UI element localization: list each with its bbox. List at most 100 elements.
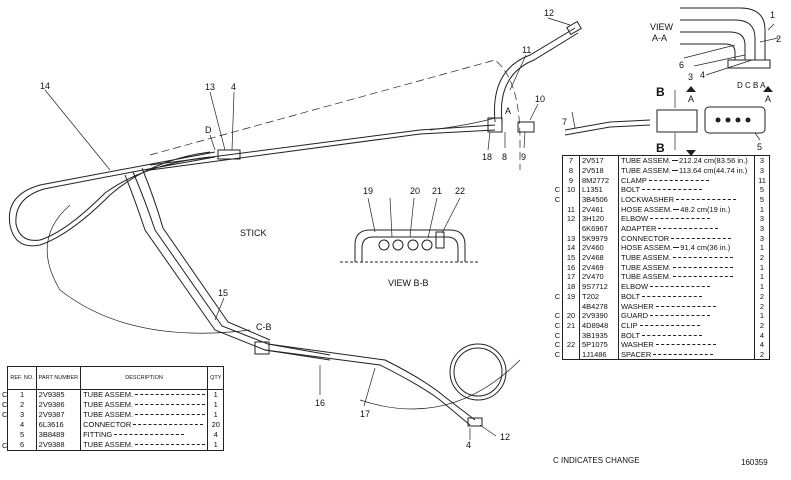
tube-15-b [132, 171, 331, 356]
hose-coil-outer [449, 343, 507, 401]
description-text: CONNECTOR [621, 233, 670, 243]
ref-no: 16 [562, 262, 580, 273]
part-number: 9S7712 [579, 281, 619, 292]
part-number: 2V461 [579, 204, 619, 215]
description-text: TUBE ASSEM. [83, 390, 134, 400]
tube-15-a [124, 174, 331, 361]
ref-no: 8 [562, 165, 580, 176]
description-note: 48.2 cm(19 in.) [680, 204, 731, 214]
header-qty: QTY [207, 366, 225, 390]
ref-no: 20 [562, 311, 580, 321]
callout-10: 10 [535, 94, 545, 104]
description-text: WASHER [621, 340, 654, 350]
ref-no: 13 [562, 233, 580, 244]
change-marker: C [554, 350, 561, 360]
qty: 2 [754, 349, 770, 361]
callout-9: 9 [521, 152, 526, 162]
part-number: 2V9386 [35, 400, 82, 410]
description: TUBE ASSEM. [80, 410, 209, 420]
callout-4-bottom: 4 [466, 440, 471, 450]
description: GUARD [618, 311, 755, 321]
tube-16 [264, 349, 471, 426]
part-number: 8M2772 [579, 175, 619, 186]
section-b-block [656, 109, 698, 133]
qty: 3 [754, 214, 770, 224]
callout-20: 20 [410, 186, 420, 196]
part-number: 3B8489 [35, 430, 82, 440]
part-number: 4D8948 [579, 320, 619, 331]
elbow-12-top [566, 20, 582, 36]
description: ELBOW [618, 214, 755, 224]
qty: 1 [207, 389, 225, 400]
stick-outline-tip [359, 359, 521, 410]
change-marker [553, 263, 563, 273]
description-text: TUBE ASSEM. [83, 410, 134, 420]
tube-15-c [141, 167, 271, 341]
hose-14-outer [8, 151, 216, 247]
view-aa-letters: D C B A [737, 81, 766, 90]
ref-no: 12 [562, 214, 580, 224]
view-aa-label-1: VIEW [650, 22, 674, 32]
qty: 2 [754, 252, 770, 263]
ref-no: 7 [562, 154, 580, 166]
section-cb-label: C-B [256, 322, 272, 332]
connector-13 [217, 149, 241, 160]
change-marker [553, 243, 563, 253]
stick-outline-upper [149, 59, 521, 170]
description-text: HOSE ASSEM. [621, 243, 673, 253]
description-text: GUARD [621, 311, 649, 321]
part-number: 2V460 [579, 243, 619, 253]
stick-outline-lower [46, 204, 251, 334]
ref-no: 6 [7, 440, 37, 451]
description: ADAPTER [618, 223, 755, 234]
ref-no: 4 [7, 420, 37, 430]
description: TUBE ASSEM. [618, 272, 755, 282]
part-number: 6K6967 [579, 223, 619, 234]
section-a-label-right: A [765, 94, 771, 104]
change-marker [553, 175, 563, 185]
ref-no: 5 [7, 430, 37, 440]
description-text: BOLT [621, 291, 641, 301]
description: CONNECTOR [618, 233, 755, 244]
description: WASHER [618, 301, 755, 311]
part-number: 3B1935 [579, 330, 619, 341]
callout-3: 3 [688, 72, 693, 82]
description: HOSE ASSEM.48.2 cm(19 in.) [618, 204, 755, 215]
part-number: T202 [579, 291, 619, 302]
part-number: 2V470 [579, 272, 619, 282]
callout-14: 14 [40, 81, 50, 91]
change-marker: C [2, 410, 8, 420]
description: TUBE ASSEM. [80, 389, 209, 400]
part-number: 1J1486 [579, 349, 619, 361]
change-marker [553, 204, 563, 214]
figure-number: 160359 [741, 458, 768, 467]
part-number: 2V468 [579, 252, 619, 263]
description-text: ADAPTER [621, 224, 657, 233]
description-note: 91.4 cm(36 in.) [680, 243, 731, 253]
ref-no: 2 [7, 400, 37, 410]
section-a-label-left: A [505, 106, 511, 116]
header-part-number: PART NUMBER [35, 366, 82, 390]
description: TUBE ASSEM. [618, 262, 755, 273]
change-marker [553, 156, 563, 166]
description-text: TUBE ASSEM. [621, 165, 672, 175]
callout-4-left: 4 [231, 82, 236, 92]
description-text: CLIP [621, 320, 638, 330]
callout-13: 13 [205, 82, 215, 92]
description: HOSE ASSEM. 91.4 cm(36 in.) [618, 243, 755, 253]
header-ref-no: REF. NO. [7, 366, 37, 390]
change-marker [553, 214, 563, 224]
callout-5: 5 [757, 142, 762, 152]
ref-no [562, 349, 580, 361]
qty: 4 [754, 340, 770, 350]
callout-11: 11 [522, 45, 531, 55]
